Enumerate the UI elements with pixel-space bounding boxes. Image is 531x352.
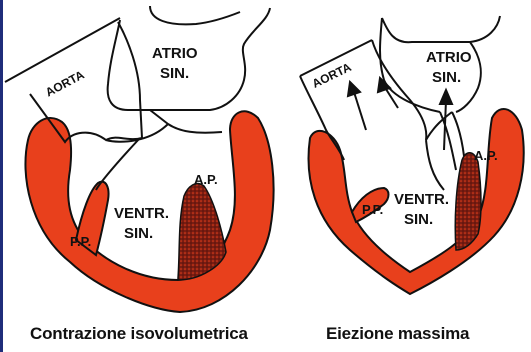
atrium-label-left-2: SIN. <box>160 65 189 82</box>
atrium-label-right-2: SIN. <box>432 69 461 86</box>
caption-ejection: Eiezione massima <box>326 324 469 344</box>
atrium-label-left-1: ATRIO <box>152 45 198 62</box>
ventricle-label-left-1: VENTR. <box>114 205 169 222</box>
anterior-papillary-right <box>455 153 481 250</box>
pp-label-left: P.P. <box>70 234 91 249</box>
ap-label-left: A.P. <box>194 172 218 187</box>
caption-isovolumetric: Contrazione isovolumetrica <box>30 324 248 344</box>
panel-ejection: AORTA ATRIO SIN. VENTR. SIN. P.P. A.P. <box>300 16 524 294</box>
atrium-label-right-1: ATRIO <box>426 49 472 66</box>
ventricle-label-right-2: SIN. <box>404 211 433 228</box>
ap-label-right: A.P. <box>474 148 498 163</box>
atrium-outline-right <box>380 16 500 170</box>
ventricle-label-right-1: VENTR. <box>394 191 449 208</box>
aorta-label-right: AORTA <box>310 60 354 91</box>
pp-label-right: P.P. <box>362 202 383 217</box>
aorta-label-left: AORTA <box>43 67 87 99</box>
ventricle-label-left-2: SIN. <box>124 225 153 242</box>
panel-isovolumetric: AORTA ATRIO SIN. VENTR. SIN. P.P. A.P. <box>5 6 274 312</box>
